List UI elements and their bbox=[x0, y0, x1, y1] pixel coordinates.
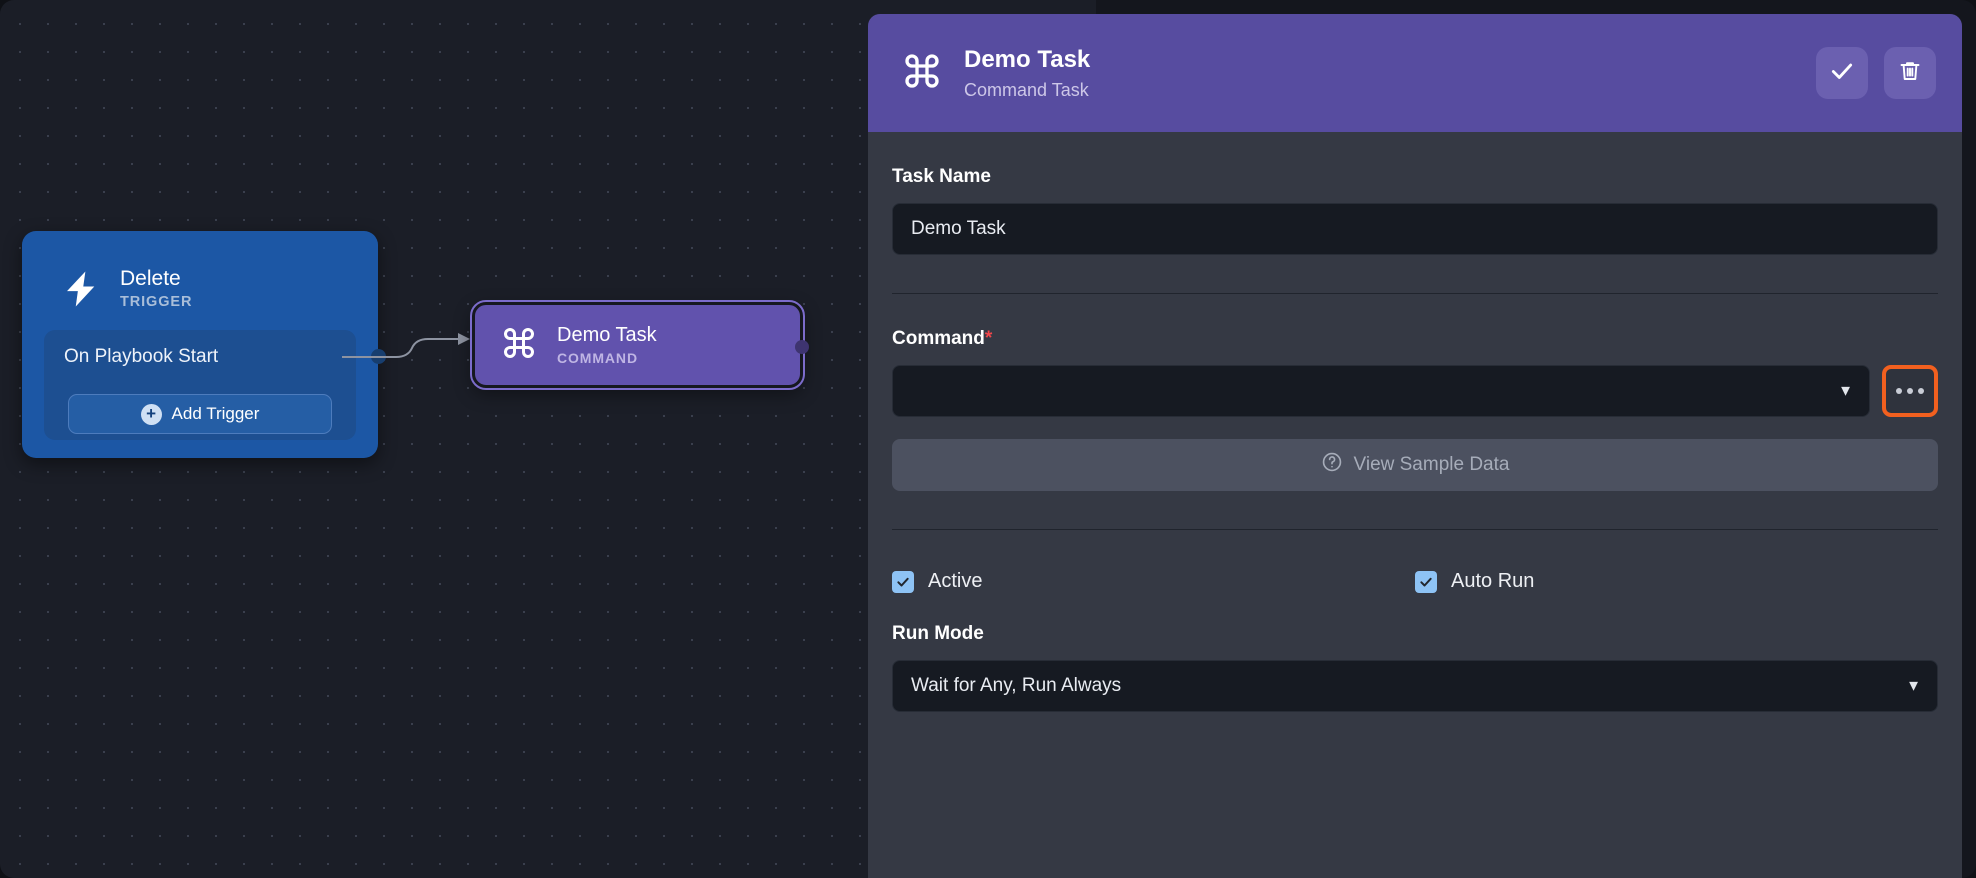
run-mode-label: Run Mode bbox=[892, 623, 984, 644]
task-name-input[interactable]: Demo Task bbox=[892, 203, 1938, 255]
panel-title: Demo Task bbox=[964, 45, 1091, 73]
command-label-text: Command bbox=[892, 328, 985, 349]
command-node[interactable]: Demo Task COMMAND bbox=[470, 300, 809, 390]
panel-header: Demo Task Command Task bbox=[868, 14, 1962, 132]
question-circle-icon bbox=[1321, 451, 1343, 479]
command-label: Command* bbox=[892, 328, 1938, 350]
ellipsis-icon bbox=[1896, 388, 1902, 394]
toggles-divider bbox=[892, 529, 1938, 530]
active-label: Active bbox=[928, 570, 983, 592]
trigger-node-header: Delete TRIGGER bbox=[22, 231, 378, 321]
connector-edge bbox=[342, 333, 470, 358]
checkbox-checked-icon bbox=[1415, 570, 1437, 593]
ellipsis-icon bbox=[1907, 388, 1913, 394]
auto-run-label: Auto Run bbox=[1451, 570, 1535, 592]
command-select[interactable]: ▼ bbox=[892, 365, 1870, 417]
chevron-down-icon: ▼ bbox=[1838, 382, 1853, 400]
command-icon bbox=[501, 325, 537, 366]
auto-run-checkbox[interactable]: Auto Run bbox=[1415, 570, 1938, 593]
add-trigger-button[interactable]: + Add Trigger bbox=[68, 394, 332, 434]
chevron-down-icon: ▼ bbox=[1906, 677, 1921, 695]
trash-icon bbox=[1898, 59, 1922, 88]
toggle-row: Active Auto Run bbox=[892, 570, 1938, 593]
plus-circle-icon: + bbox=[140, 403, 162, 425]
panel-subtitle: Command Task bbox=[964, 79, 1089, 100]
command-node-title: Demo Task bbox=[557, 324, 657, 347]
trigger-node[interactable]: Delete TRIGGER On Playbook Start + Add T… bbox=[22, 231, 386, 458]
active-checkbox[interactable]: Active bbox=[892, 570, 1415, 593]
checkbox-checked-icon bbox=[892, 570, 914, 593]
view-sample-data-label: View Sample Data bbox=[1353, 454, 1510, 475]
lightning-bolt-icon bbox=[60, 266, 102, 312]
run-mode-value: Wait for Any, Run Always bbox=[911, 675, 1122, 696]
save-button[interactable] bbox=[1816, 47, 1868, 99]
command-more-button[interactable] bbox=[1882, 365, 1938, 417]
command-icon bbox=[902, 51, 942, 96]
trigger-condition-label: On Playbook Start bbox=[64, 346, 219, 367]
trigger-node-type: TRIGGER bbox=[120, 294, 193, 311]
task-name-label: Task Name bbox=[892, 166, 991, 187]
command-node-type: COMMAND bbox=[557, 350, 638, 367]
task-properties-panel: Demo Task Command Task bbox=[868, 14, 1962, 878]
section-divider bbox=[892, 293, 1938, 294]
trigger-node-title: Delete bbox=[120, 266, 181, 290]
required-marker: * bbox=[984, 328, 993, 349]
run-mode-select[interactable]: Wait for Any, Run Always ▼ bbox=[892, 660, 1938, 712]
command-select-row: ▼ bbox=[892, 365, 1938, 417]
command-output-port[interactable] bbox=[795, 340, 809, 354]
check-icon bbox=[1829, 58, 1855, 89]
ellipsis-icon bbox=[1918, 388, 1924, 394]
view-sample-data-button[interactable]: View Sample Data bbox=[892, 439, 1938, 491]
delete-button[interactable] bbox=[1884, 47, 1936, 99]
panel-body: Task Name Demo Task Command* ▼ bbox=[868, 132, 1962, 712]
add-trigger-label: Add Trigger bbox=[171, 404, 260, 423]
trigger-node-body: On Playbook Start + Add Trigger bbox=[44, 330, 356, 440]
